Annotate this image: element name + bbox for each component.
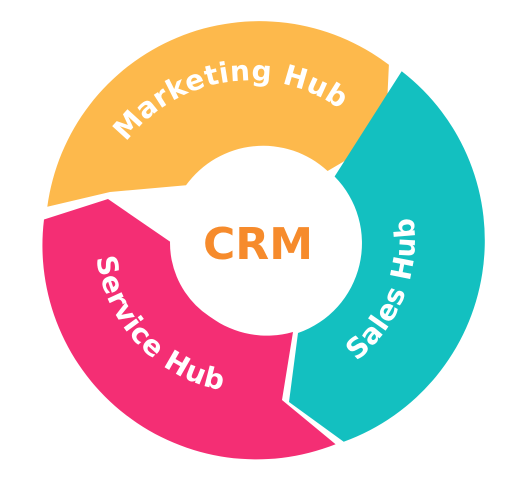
center-label: CRM: [203, 219, 313, 270]
segment-marketing: [47, 21, 389, 207]
center-circle: [170, 155, 346, 331]
segment-sales: [289, 71, 485, 442]
segment-service: [42, 199, 336, 460]
